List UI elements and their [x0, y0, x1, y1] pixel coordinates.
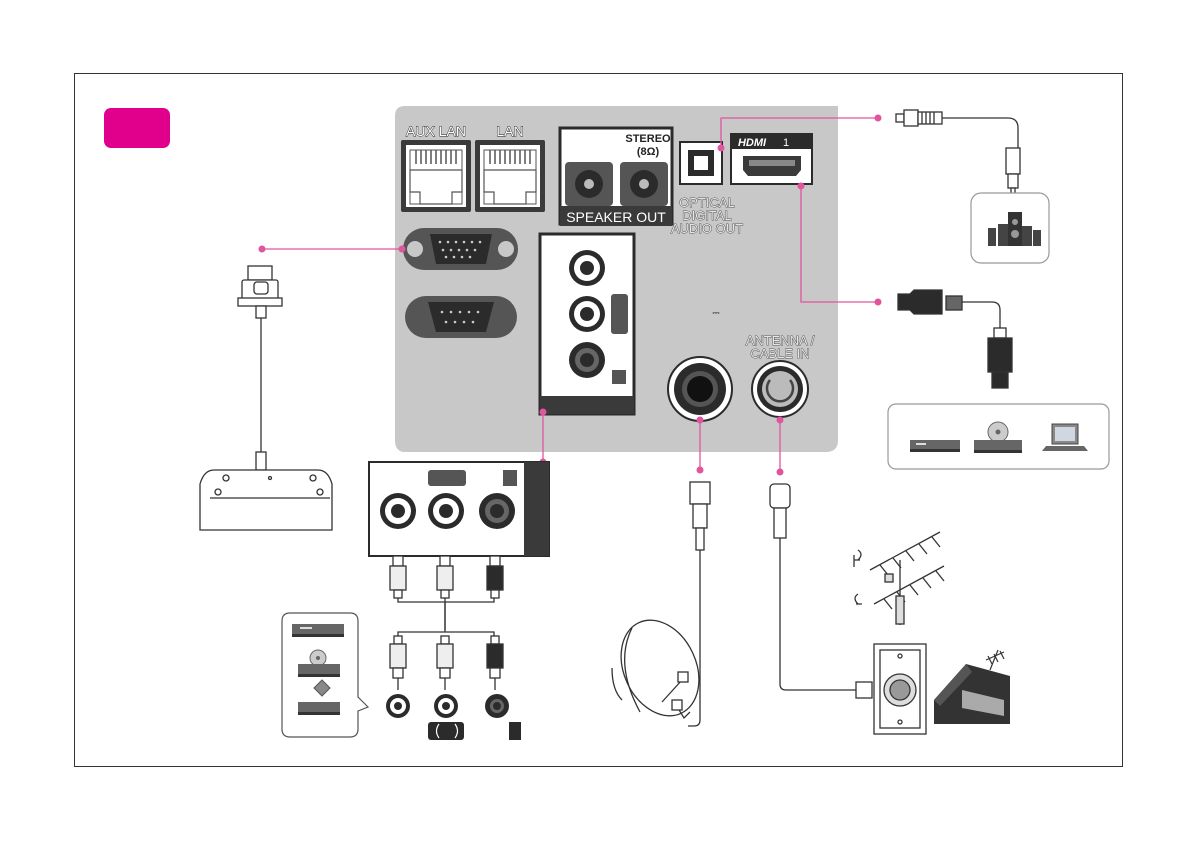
optical-label-3: AUDIO OUT — [671, 221, 743, 236]
lan-label: LAN — [496, 123, 523, 139]
stereo-label: STEREO — [625, 133, 671, 145]
av-box-jack-2[interactable] — [428, 493, 464, 529]
device-av-jacks — [386, 694, 521, 740]
aux-lan-label: AUX LAN — [406, 123, 466, 139]
vcr-icon — [292, 624, 344, 637]
rca-cable — [390, 556, 503, 690]
satellite-dish-icon — [606, 482, 714, 729]
hdmi-cable — [898, 290, 1012, 388]
av-box-jack-1[interactable] — [380, 493, 416, 529]
antenna-port[interactable]: ANTENNA / CABLE IN — [746, 333, 815, 417]
antenna-cable — [770, 484, 872, 698]
section-badge — [104, 108, 170, 148]
serial-port[interactable] — [405, 296, 517, 338]
av-component-input-box — [369, 462, 549, 556]
av-jack-2[interactable] — [569, 296, 605, 332]
av-input-column — [540, 234, 634, 414]
av-jack-1[interactable] — [569, 250, 605, 286]
hdmi-label: HDMI — [738, 137, 767, 149]
hdmi-devices — [888, 404, 1109, 469]
av-jack-3[interactable] — [569, 342, 605, 378]
set-top-box-icon — [910, 440, 960, 452]
terrestrial-antenna-icon — [854, 532, 944, 625]
dc-symbol: ⎓ — [712, 308, 719, 318]
home-theater-speakers-icon — [971, 193, 1049, 263]
antenna-label-2: CABLE IN — [750, 346, 809, 361]
rgb-in-port[interactable] — [402, 228, 518, 270]
av-box-jack-3[interactable] — [479, 493, 515, 529]
hdmi-port[interactable]: HDMI 1 — [731, 134, 812, 184]
hdmi-number: 1 — [783, 137, 789, 149]
wall-antenna-plate — [874, 644, 926, 734]
speaker-out-panel: STEREO (8Ω) SPEAKER OUT — [560, 128, 672, 226]
house-icon — [934, 650, 1010, 724]
satellite-in-port[interactable] — [668, 357, 732, 421]
aux-lan-port[interactable]: AUX LAN — [401, 123, 471, 212]
av-devices-callout — [282, 613, 368, 737]
rgb-serial-adapter-icon — [200, 266, 332, 530]
speaker-out-label: SPEAKER OUT — [566, 209, 666, 225]
optical-cable — [896, 110, 1020, 194]
stereo-ohm-label: (8Ω) — [637, 146, 660, 158]
